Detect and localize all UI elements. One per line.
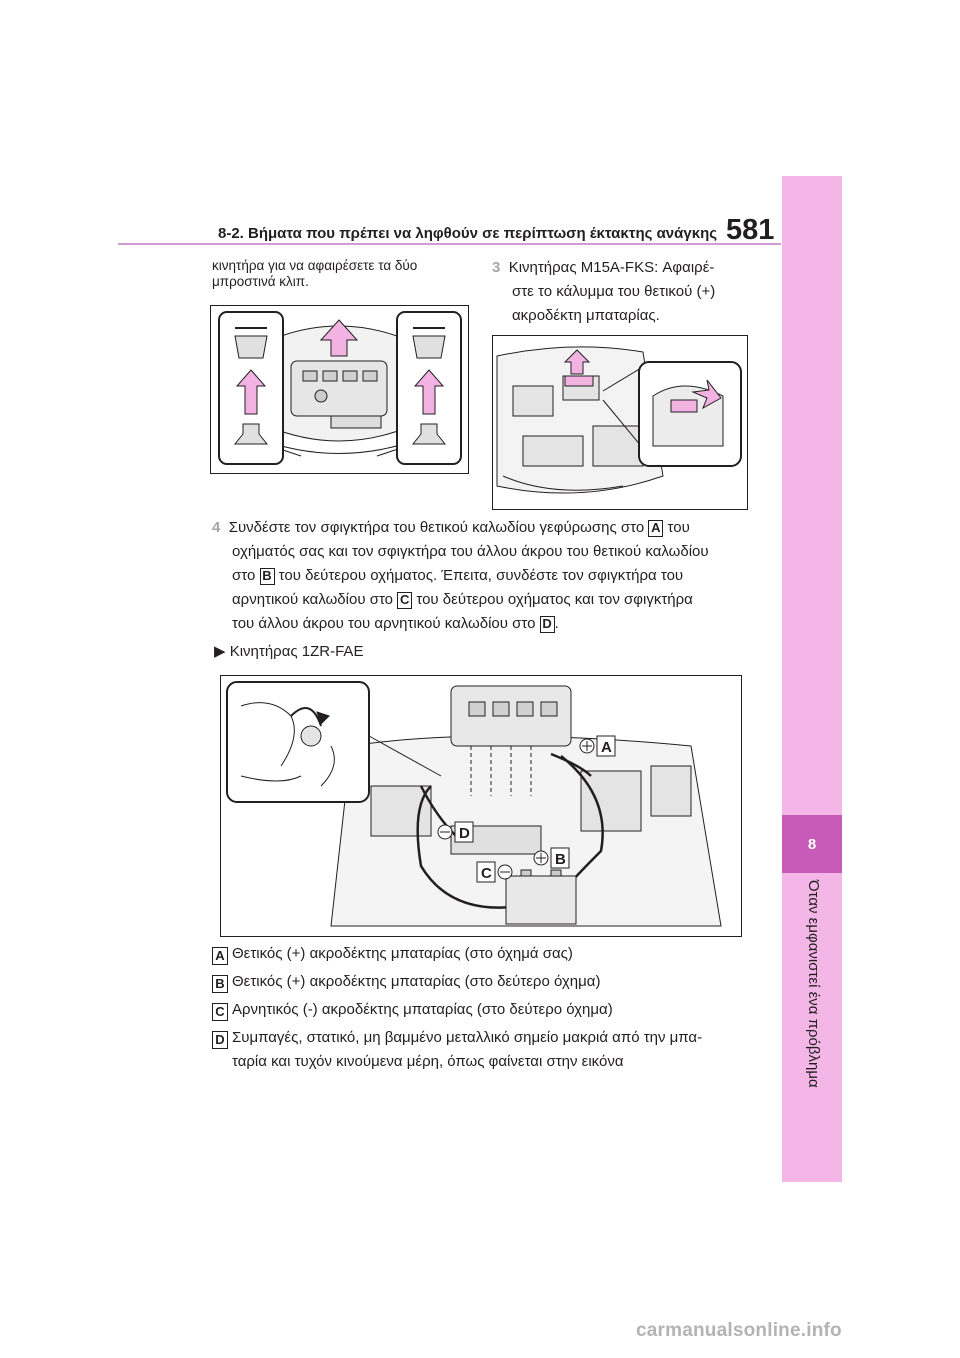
step4-text-3b: του δεύτερου οχήματος. Έπειτα, συνδέστε … bbox=[278, 567, 684, 584]
header-rule bbox=[118, 243, 781, 245]
step4-text-3a: στο bbox=[232, 567, 256, 584]
svg-text:C: C bbox=[481, 865, 492, 882]
engine-heading: ▶ Κινητήρας 1ZR-FAE bbox=[214, 640, 363, 664]
jump-cable-illustration: A D B C bbox=[226, 681, 722, 927]
chapter-title: Όταν εμφανιστεί ένα πρόβλημα bbox=[805, 880, 822, 1088]
label-b-box: B bbox=[259, 567, 275, 585]
step4-text-1a: Συνδέστε τον σφιγκτήρα του θετικού καλωδ… bbox=[228, 519, 645, 536]
battery-cover-illustration bbox=[496, 346, 742, 494]
intro-line-1: κινητήρα για να αφαιρέσετε τα δύο bbox=[212, 258, 418, 273]
step4-text-4a: αρνητικού καλωδίου στο bbox=[232, 591, 394, 608]
legend-key-c: C bbox=[212, 1003, 228, 1021]
page-number: 581 bbox=[726, 214, 775, 246]
legend-text-d-cont: ταρία και τυχόν κινούμενα μέρη, όπως φαί… bbox=[232, 1053, 624, 1070]
label-a-box: A bbox=[648, 519, 664, 537]
svg-text:B: B bbox=[555, 851, 566, 868]
step4-text-5b: . bbox=[554, 615, 559, 632]
chapter-sidebar bbox=[782, 176, 842, 1182]
figure-front-clips bbox=[210, 305, 469, 474]
step4-line-3: στο B του δεύτερου οχήματος. Έπειτα, συν… bbox=[232, 564, 683, 588]
figure-battery-cover bbox=[492, 335, 748, 510]
svg-text:A: A bbox=[601, 739, 612, 756]
legend-text-b: Θετικός (+) ακροδέκτης μπαταρίας (στο δε… bbox=[232, 973, 601, 990]
chapter-tab[interactable] bbox=[782, 815, 842, 873]
step4-line-2: οχήματός σας και τον σφιγκτήρα του άλλου… bbox=[232, 543, 709, 560]
triangle-right-icon: ▶ bbox=[214, 643, 226, 660]
engine-heading-text: Κινητήρας 1ZR-FAE bbox=[229, 643, 364, 660]
step3-text-1: Κινητήρας M15A-FKS: Αφαιρέ- bbox=[508, 259, 715, 276]
legend-key-a: A bbox=[212, 947, 228, 965]
legend-key-b: B bbox=[212, 975, 228, 993]
label-d-box: D bbox=[539, 615, 555, 633]
step4-line-5: του άλλου άκρου του αρνητικού καλωδίου σ… bbox=[232, 612, 559, 636]
step4-text-4b: του δεύτερου οχήματος και τον σφιγκτήρα bbox=[416, 591, 693, 608]
step3-number: 3 bbox=[492, 259, 501, 276]
intro-line-2: μπροστινά κλιπ. bbox=[212, 274, 309, 289]
step4-number: 4 bbox=[212, 519, 221, 536]
figure-jump-connections: A D B C bbox=[220, 675, 742, 937]
legend-text-d: Συμπαγές, στατικό, μη βαμμένο μεταλλικό … bbox=[232, 1029, 703, 1046]
svg-text:D: D bbox=[459, 825, 470, 842]
step3-line-2: στε το κάλυμμα του θετικού (+) bbox=[512, 283, 716, 300]
step4-line-4: αρνητικού καλωδίου στο C του δεύτερου οχ… bbox=[232, 588, 693, 612]
step4-text-1b: του bbox=[667, 519, 690, 536]
chapter-number: 8 bbox=[807, 835, 817, 853]
step3-line-1: 3 Κινητήρας M15A-FKS: Αφαιρέ- bbox=[492, 256, 714, 280]
engine-cover-clips-illustration bbox=[218, 311, 462, 465]
chapter-title-vertical: Όταν εμφανιστεί ένα πρόβλημα bbox=[781, 880, 843, 1180]
watermark: carmanualsonline.info bbox=[636, 1320, 842, 1341]
legend-key-d: D bbox=[212, 1031, 228, 1049]
legend-text-a: Θετικός (+) ακροδέκτης μπαταρίας (στο όχ… bbox=[232, 945, 573, 962]
label-c-box: C bbox=[397, 591, 413, 609]
legend-text-c: Αρνητικός (-) ακροδέκτης μπαταρίας (στο … bbox=[232, 1001, 613, 1018]
section-title: 8-2. Βήματα που πρέπει να ληφθούν σε περ… bbox=[218, 225, 718, 242]
step4-line-1: 4 Συνδέστε τον σφιγκτήρα του θετικού καλ… bbox=[212, 516, 690, 540]
step3-line-3: ακροδέκτη μπαταρίας. bbox=[512, 307, 660, 324]
step4-text-5a: του άλλου άκρου του αρνητικού καλωδίου σ… bbox=[232, 615, 536, 632]
